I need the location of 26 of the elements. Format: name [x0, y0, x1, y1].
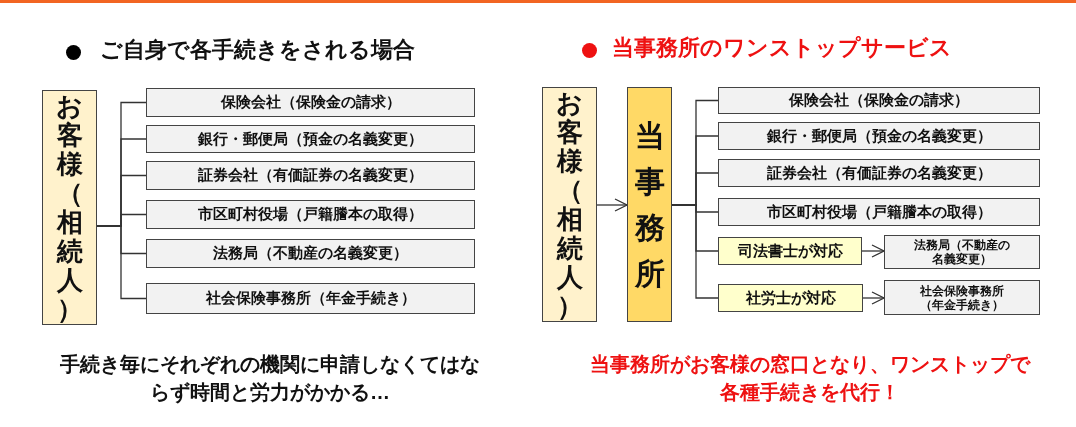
agency-box: 保険会社（保険金の請求）	[718, 87, 1040, 114]
connector-line	[671, 204, 719, 299]
agency-box: 法務局（不動産の名義変更）	[146, 239, 475, 268]
agency-box: 市区町村役場（戸籍謄本の取得）	[146, 200, 475, 229]
arrow	[596, 198, 628, 212]
section-heading: 当事務所のワンストップサービス	[612, 34, 953, 62]
agency-box: 銀行・郵便局（預金の名義変更）	[718, 122, 1040, 150]
office-box: 当事務所	[627, 87, 672, 322]
agency-box: 証券会社（有価証券の名義変更）	[146, 161, 475, 190]
specialist-box: 司法書士が対応	[718, 237, 862, 265]
agency-box: 銀行・郵便局（預金の名義変更）	[146, 125, 475, 153]
summary-text: 手続き毎にそれぞれの機関に申請しなくてはならず時間と労力がかかる…	[60, 352, 480, 406]
agency-box: 証券会社（有価証券の名義変更）	[718, 159, 1040, 187]
agency-box: 保険会社（保険金の請求）	[146, 88, 475, 117]
agency-box: 社会保険事務所（年金手続き）	[884, 280, 1040, 315]
summary-text: 当事務所がお客様の窓口となり、ワンストップで各種手続きを代行！	[590, 352, 1030, 405]
connector-line	[96, 225, 147, 300]
agency-box: 社会保険事務所（年金手続き）	[146, 283, 475, 314]
specialist-box: 社労士が対応	[718, 284, 863, 312]
arrow	[862, 291, 885, 305]
client-box: お客様（相続人）	[542, 87, 597, 322]
client-box: お客様（相続人）	[42, 90, 97, 325]
section-heading: ご自身で各手続きをされる場合	[100, 36, 416, 64]
arrow	[861, 244, 885, 258]
agency-box: 法務局（不動産の名義変更）	[884, 235, 1040, 269]
agency-box: 市区町村役場（戸籍謄本の取得）	[718, 198, 1040, 226]
